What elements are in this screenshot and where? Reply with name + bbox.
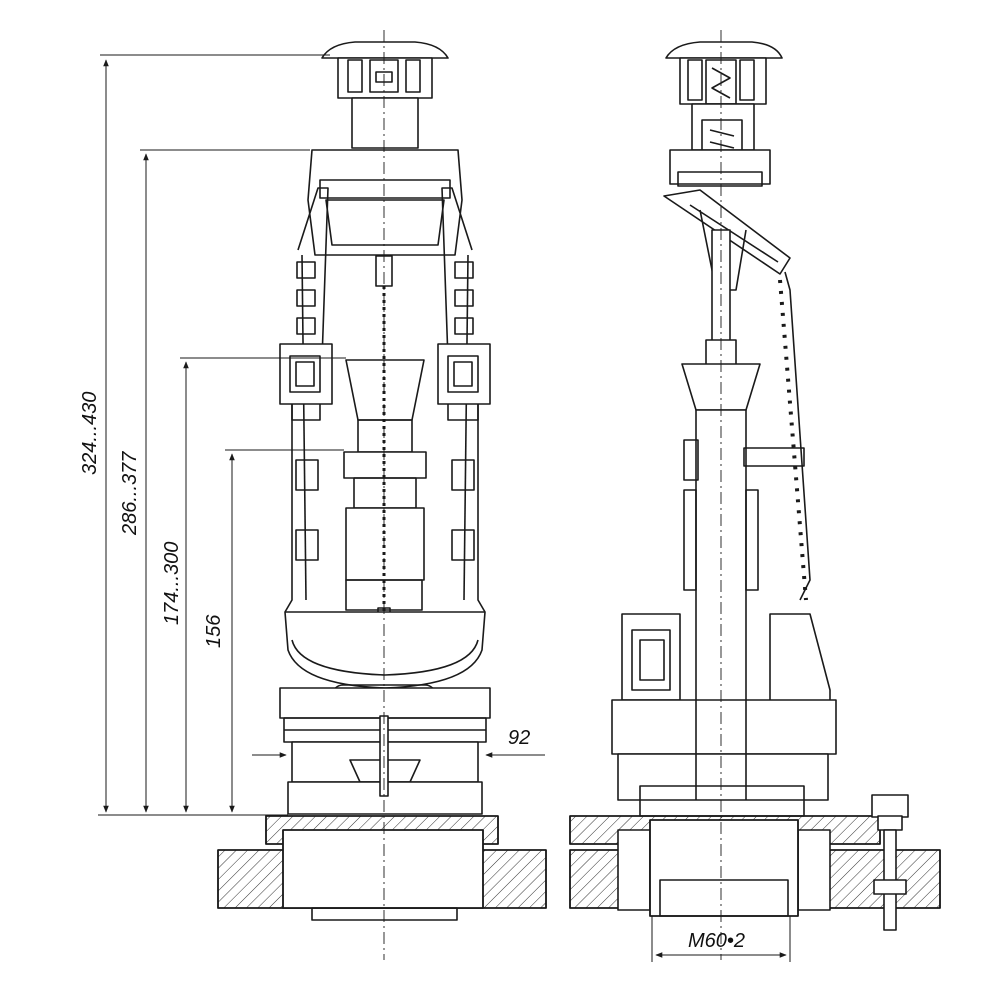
dim-total-height: 324...430 [79, 392, 101, 475]
frame-housing [279, 149, 491, 613]
dimension-lines [98, 54, 791, 962]
dim-thread: M60•2 [688, 930, 745, 952]
side-valve-body [611, 613, 837, 817]
side-view [569, 30, 941, 960]
dim-middle-height: 174...300 [161, 542, 183, 625]
side-bolt [871, 794, 909, 931]
dim-side-offset: 92 [508, 727, 530, 749]
dim-upper-height: 286...377 [119, 451, 141, 536]
valve-base [217, 611, 547, 921]
push-button-cap [321, 41, 449, 149]
dim-float-height: 156 [203, 614, 225, 648]
dimension-labels: 324...430 286...377 174...300 156 92 M60… [79, 392, 745, 952]
side-mount [569, 815, 941, 917]
front-view [217, 30, 547, 960]
side-push-button [665, 41, 783, 187]
